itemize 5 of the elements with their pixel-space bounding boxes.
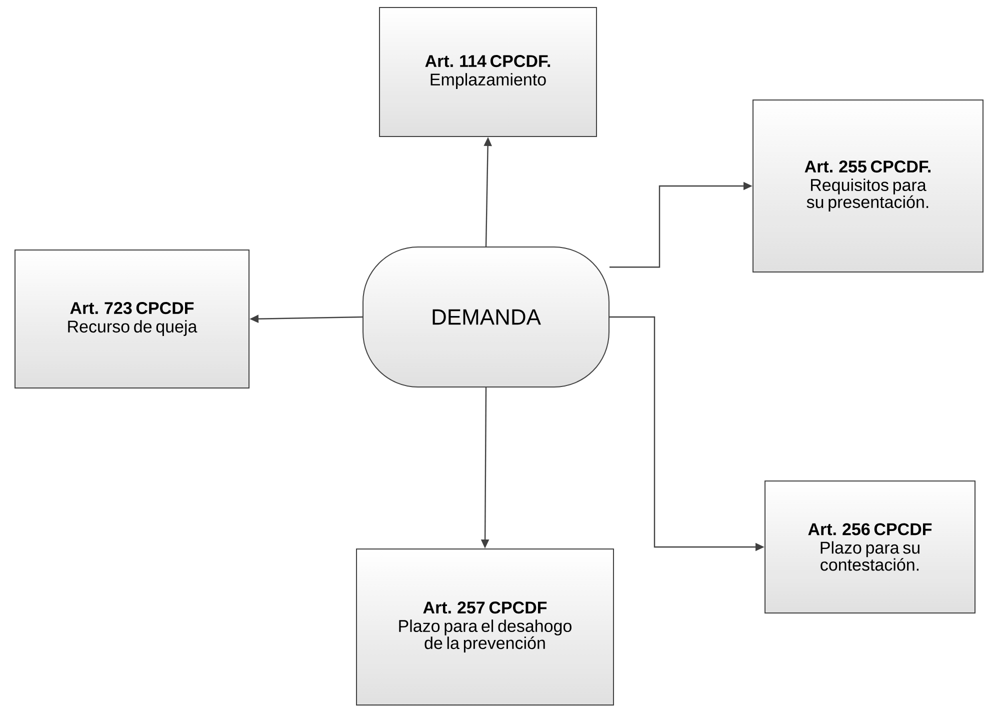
process-box: Art. 255 CPCDF. Requisitos para su presentación. — [752, 100, 984, 272]
process-box: Art. 723 CPCDF Recurso de queja — [14, 250, 250, 388]
process-box: Art. 256 CPCDF Plazo para su contestación. — [764, 480, 976, 614]
process-box: Art. 257 CPCDF Plazo para el desahogo de la prevención — [356, 548, 614, 706]
process-box: Art. 114 CPCDF. Emplazamiento — [379, 7, 597, 137]
